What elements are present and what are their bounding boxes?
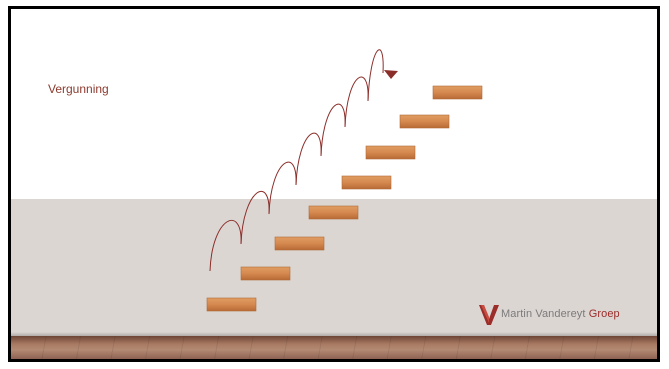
hop-arc — [241, 191, 269, 244]
logo-group: Groep — [589, 308, 620, 320]
company-logo: Martin Vandereyt Groep — [479, 303, 654, 329]
slide-frame: Vergunning Martin Vandereyt Groep — [8, 6, 660, 362]
stair-step — [366, 146, 415, 159]
stair-step — [241, 267, 290, 280]
arrow-head-icon — [384, 70, 398, 79]
logo-text: Martin Vandereyt Groep — [501, 308, 620, 320]
stair-step — [400, 115, 449, 128]
hop-arc — [210, 220, 241, 271]
hop-arc — [345, 77, 368, 127]
stair-step — [433, 86, 482, 99]
slide: Vergunning Martin Vandereyt Groep — [11, 9, 657, 359]
stair-step — [342, 176, 391, 189]
hop-arc — [296, 133, 321, 185]
hop-arc — [269, 162, 296, 214]
logo-mark-icon — [479, 303, 499, 327]
logo-name: Martin Vandereyt — [501, 308, 586, 320]
stair-step — [275, 237, 324, 250]
stair-step — [309, 206, 358, 219]
stair-step — [207, 298, 256, 311]
hop-arc — [368, 50, 383, 101]
hop-arc — [321, 104, 345, 156]
